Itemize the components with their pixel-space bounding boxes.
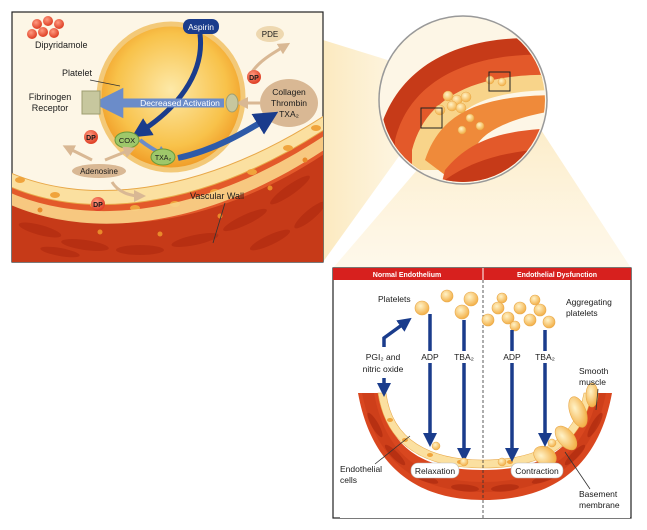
membrane-receptor — [225, 93, 239, 113]
adenosine-label: Adenosine — [80, 167, 118, 176]
pde-label: PDE — [262, 30, 278, 39]
adp-normal-label: ADP — [421, 352, 439, 362]
aggregating-label-2: platelets — [566, 308, 598, 318]
pgi2-arrow-up — [382, 317, 412, 347]
tba2-normal-label: TBA₂ — [454, 352, 474, 362]
fibrinogen-receptor — [81, 90, 101, 115]
basement-membrane-label-2: membrane — [579, 500, 620, 510]
muscle-cells — [18, 175, 323, 258]
header-normal-endothelium: Normal Endothelium — [373, 272, 441, 279]
vascular-wall-label: Vascular Wall — [190, 191, 244, 201]
fibrinogen-label: Fibrinogen — [29, 92, 72, 102]
dp-badge-pde: DP — [247, 70, 261, 84]
dp-bottom-label: DP — [93, 202, 103, 209]
txa2-label: TXA₂ — [155, 155, 172, 162]
txa2-feedback-arrow — [177, 111, 279, 161]
smooth-muscle-label-2: muscle — [579, 377, 606, 387]
receptor-label: Receptor — [32, 103, 69, 113]
platelet-label: Platelet — [62, 68, 93, 78]
header-endothelial-dysfunction: Endothelial Dysfunction — [517, 272, 597, 279]
swollen-endothelium — [533, 382, 599, 467]
txa2-agonist-label: TXA₂ — [279, 109, 299, 119]
endothelial-cells-label-2: cells — [340, 475, 357, 485]
nitric-oxide-label: nitric oxide — [363, 364, 404, 374]
adp-dysfunction-label: ADP — [503, 352, 521, 362]
platelets-aggregating — [481, 292, 556, 332]
left-panel: Dipyridamole Platelet Aspirin PDE DP Col… — [11, 11, 324, 263]
thrombin-label: Thrombin — [271, 98, 307, 108]
aspirin-arrow — [131, 33, 204, 138]
platelet-cell — [96, 21, 246, 173]
smooth-muscle-label-1: Smooth — [579, 366, 609, 376]
vessel-magnifier-inset — [378, 15, 548, 185]
cox-enzyme: COX — [114, 131, 140, 149]
txa2-enzyme: TXA₂ — [150, 148, 176, 166]
pgi2-label: PGI₂ and — [366, 352, 401, 362]
right-panel: Normal Endothelium Endothelial Dysfuncti… — [332, 267, 632, 519]
zoom-box-right — [488, 71, 511, 92]
platelets-normal — [414, 289, 479, 320]
endothelial-cells-label-1: Endothelial — [340, 464, 382, 474]
dipyridamole-molecules — [27, 16, 64, 39]
pde-badge: PDE — [256, 26, 284, 42]
relaxation-pill: Relaxation — [410, 462, 460, 479]
adenosine-badge: Adenosine — [72, 164, 126, 178]
cox-label: COX — [119, 136, 135, 145]
contraction-label: Contraction — [515, 466, 559, 476]
platelets-label: Platelets — [378, 294, 411, 304]
relaxation-label: Relaxation — [415, 466, 455, 476]
decreased-activation-label: Decreased Activation — [140, 98, 220, 108]
zoom-box-left — [420, 107, 443, 129]
dp-pde-label: DP — [249, 75, 259, 82]
aspirin-badge: Aspirin — [183, 19, 219, 34]
dp-badge-bottom: DP — [91, 197, 105, 211]
tba2-dysfunction-label: TBA₂ — [535, 352, 555, 362]
collagen-label: Collagen — [272, 87, 306, 97]
contraction-pill: Contraction — [510, 462, 564, 479]
aggregating-label-1: Aggregating — [566, 297, 612, 307]
basement-membrane-label-1: Basement — [579, 489, 618, 499]
dp-left-label: DP — [86, 135, 96, 142]
dipyridamole-label: Dipyridamole — [35, 40, 88, 50]
aspirin-label: Aspirin — [188, 22, 214, 32]
dp-badge-left: DP — [84, 130, 98, 144]
